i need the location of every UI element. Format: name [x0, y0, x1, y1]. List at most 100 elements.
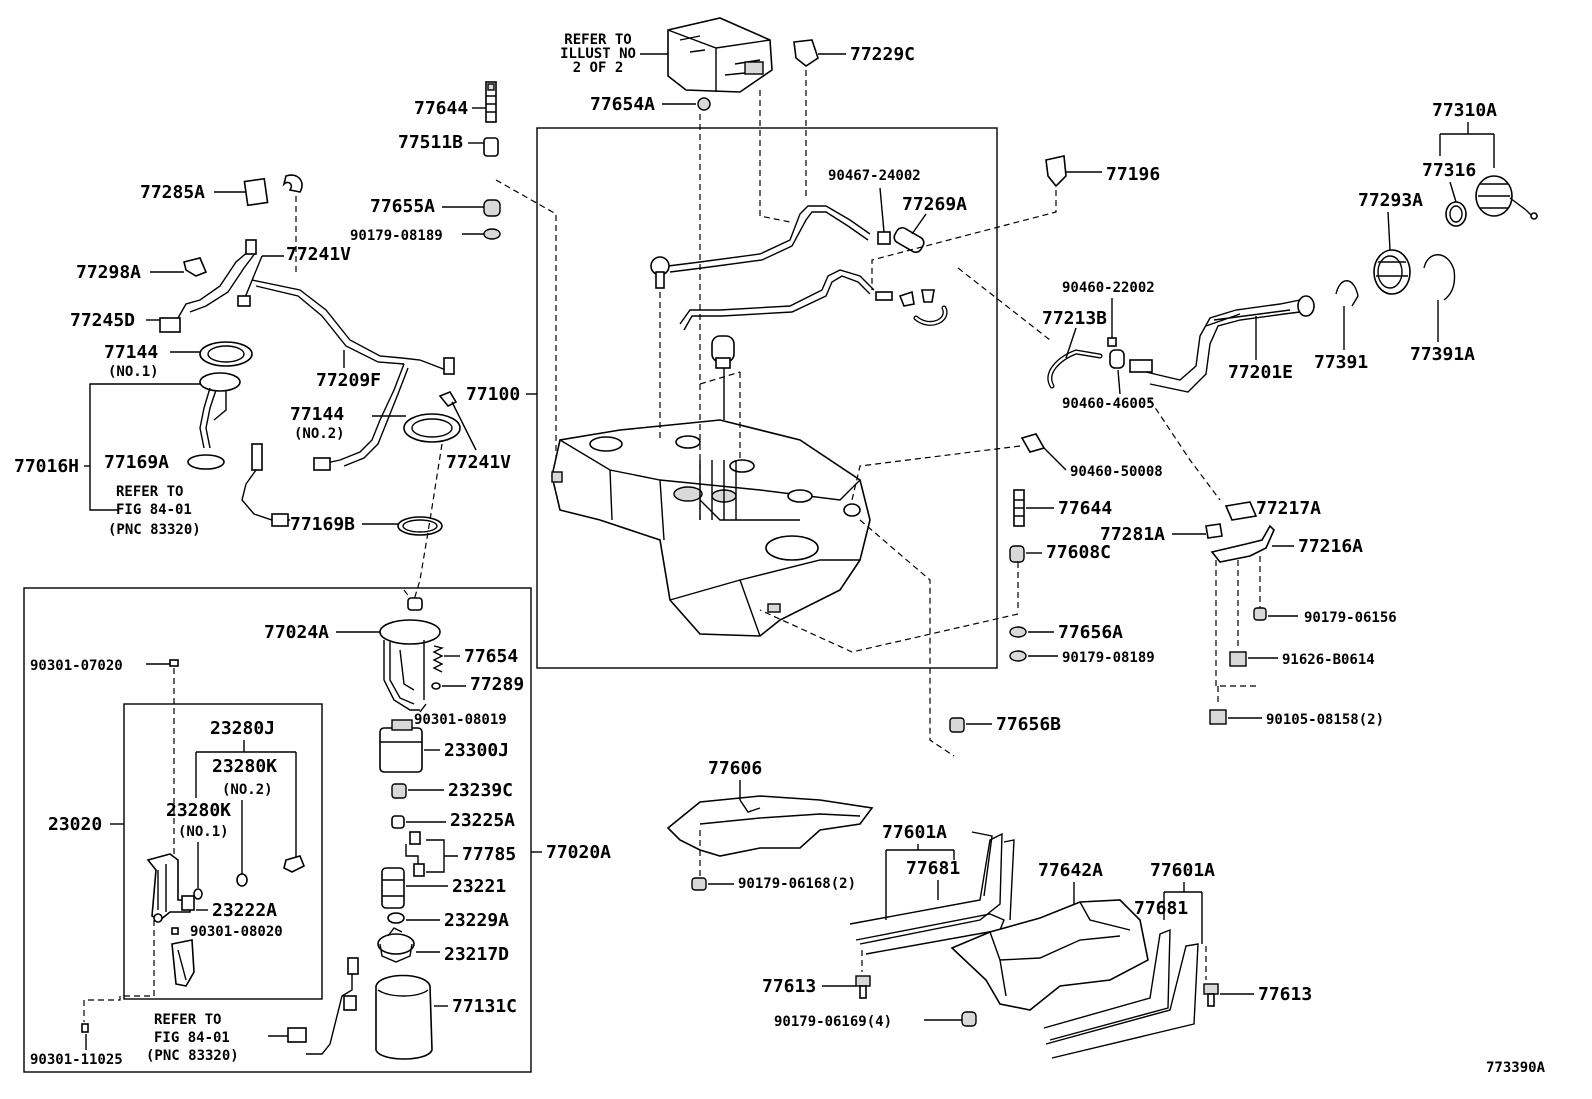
ring-77391-part	[1335, 280, 1359, 307]
label-77654: 77654	[464, 646, 518, 667]
label-77024A: 77024A	[264, 622, 329, 643]
label-77144-no1: 77144	[104, 342, 158, 363]
qualifier-no2-a: (NO.2)	[294, 426, 345, 442]
filter-23217D-part	[377, 927, 415, 963]
label-23217D: 23217D	[444, 944, 509, 965]
label-77644-mid: 77644	[1058, 498, 1112, 519]
sender-wire-upper	[241, 443, 290, 527]
label-23222A: 23222A	[212, 900, 277, 921]
label-23221: 23221	[452, 876, 506, 897]
refer-fig-upper-line2: FIG 84-01	[116, 502, 192, 518]
fuel-tank-body	[551, 419, 871, 637]
label-90179-08189-mid: 90179-08189	[1062, 650, 1155, 666]
label-77613-left: 77613	[762, 976, 816, 997]
label-77654A: 77654A	[590, 94, 655, 115]
label-77285A: 77285A	[140, 182, 205, 203]
label-90460-50008: 90460-50008	[1070, 464, 1163, 480]
clamp-77298A-part	[183, 257, 208, 277]
label-77241V-bot: 77241V	[446, 452, 511, 473]
label-77245D: 77245D	[70, 310, 135, 331]
sender-gauge-upper-part	[485, 81, 497, 123]
label-23225A: 23225A	[450, 810, 515, 831]
label-90301-07020: 90301-07020	[30, 658, 123, 674]
label-77785: 77785	[462, 844, 516, 865]
label-77298A: 77298A	[76, 262, 141, 283]
label-77289: 77289	[470, 674, 524, 695]
label-77169A: 77169A	[104, 452, 169, 473]
sender-gauge-23020-part	[146, 853, 191, 923]
strap-left-part	[849, 831, 1015, 955]
clamp-77196-part	[1045, 155, 1067, 188]
label-77201E: 77201E	[1228, 362, 1293, 383]
label-77241V-top: 77241V	[286, 244, 351, 265]
label-77269A: 77269A	[902, 194, 967, 215]
label-77020A: 77020A	[546, 842, 611, 863]
label-77293A: 77293A	[1358, 190, 1423, 211]
label-77644-top: 77644	[414, 98, 468, 119]
filter-case-77131C-part	[375, 974, 433, 1060]
label-23280K-no2: 23280K	[212, 756, 277, 777]
harness-77785-part	[405, 831, 425, 877]
filler-cap-ring-part	[1373, 249, 1411, 295]
sender-gauge-unit-part	[199, 372, 241, 449]
diagram-id: 773390A	[1486, 1060, 1546, 1076]
label-77642A: 77642A	[1038, 860, 1103, 881]
label-23280K-no1: 23280K	[166, 800, 231, 821]
label-77169B: 77169B	[290, 514, 355, 535]
qualifier-no1-a: (NO.1)	[108, 364, 159, 380]
protector-77642A-part	[950, 899, 1149, 1011]
filler-pipe-part	[1047, 295, 1315, 393]
label-90179-06169: 90179-06169(4)	[774, 1014, 892, 1030]
label-77217A: 77217A	[1256, 498, 1321, 519]
tank-vent-hoses	[650, 205, 948, 420]
pump-sender-flange-part	[379, 597, 441, 711]
refer-fig-lower-line3: (PNC 83320)	[146, 1048, 239, 1064]
fuel-cap-part	[1475, 175, 1538, 220]
ring-77391A-part	[1423, 254, 1456, 301]
label-77391: 77391	[1314, 352, 1368, 373]
label-23280J: 23280J	[210, 718, 275, 739]
label-90301-11025: 90301-11025	[30, 1052, 123, 1068]
label-77216A: 77216A	[1298, 536, 1363, 557]
label-77144-no2: 77144	[290, 404, 344, 425]
label-77681-right: 77681	[1134, 898, 1188, 919]
lock-ring-no1-part	[199, 341, 253, 367]
pump-assembly-frame	[23, 587, 532, 1073]
label-77131C: 77131C	[452, 996, 517, 1017]
clamp-77217A-part	[1224, 501, 1258, 521]
refer-fig-upper-line1: REFER TO	[116, 484, 183, 500]
refer-illust-note-line1: REFER TO	[564, 32, 631, 48]
charcoal-canister	[667, 17, 773, 93]
label-77016H: 77016H	[14, 456, 79, 477]
label-77608C: 77608C	[1046, 542, 1111, 563]
label-77310A: 77310A	[1432, 100, 1497, 121]
gauge-assembly-frame	[123, 703, 323, 1000]
retainer-77285A-part	[243, 174, 303, 207]
label-90179-08189-top: 90179-08189	[350, 228, 443, 244]
lock-ring-no2-part	[403, 413, 461, 443]
label-77511B: 77511B	[398, 132, 463, 153]
pump-bracket-23300J-part	[379, 719, 423, 773]
label-23020: 23020	[48, 814, 102, 835]
label-77316: 77316	[1422, 160, 1476, 181]
refer-illust-note-line3: 2 OF 2	[573, 60, 624, 76]
label-77681-left: 77681	[906, 858, 960, 879]
fuel-pump-23221-part	[381, 867, 405, 909]
label-77656A: 77656A	[1058, 622, 1123, 643]
fuel-pump-harness	[159, 239, 455, 471]
strap-right-part	[1043, 928, 1199, 1059]
label-23300J: 23300J	[444, 740, 509, 761]
qualifier-no2-b: (NO.2)	[222, 782, 273, 798]
refer-fig-upper-line3: (PNC 83320)	[108, 522, 201, 538]
refer-fig-lower-line1: REFER TO	[154, 1012, 221, 1028]
qualifier-no1-b: (NO.1)	[178, 824, 229, 840]
label-77213B: 77213B	[1042, 308, 1107, 329]
label-77601A-left: 77601A	[882, 822, 947, 843]
label-90179-06156: 90179-06156	[1304, 610, 1397, 626]
label-77613-right: 77613	[1258, 984, 1312, 1005]
label-90467-24002: 90467-24002	[828, 168, 921, 184]
protector-77606-part	[666, 795, 874, 857]
spring-77654-part	[432, 645, 445, 673]
sender-wire-lower	[287, 957, 359, 1055]
